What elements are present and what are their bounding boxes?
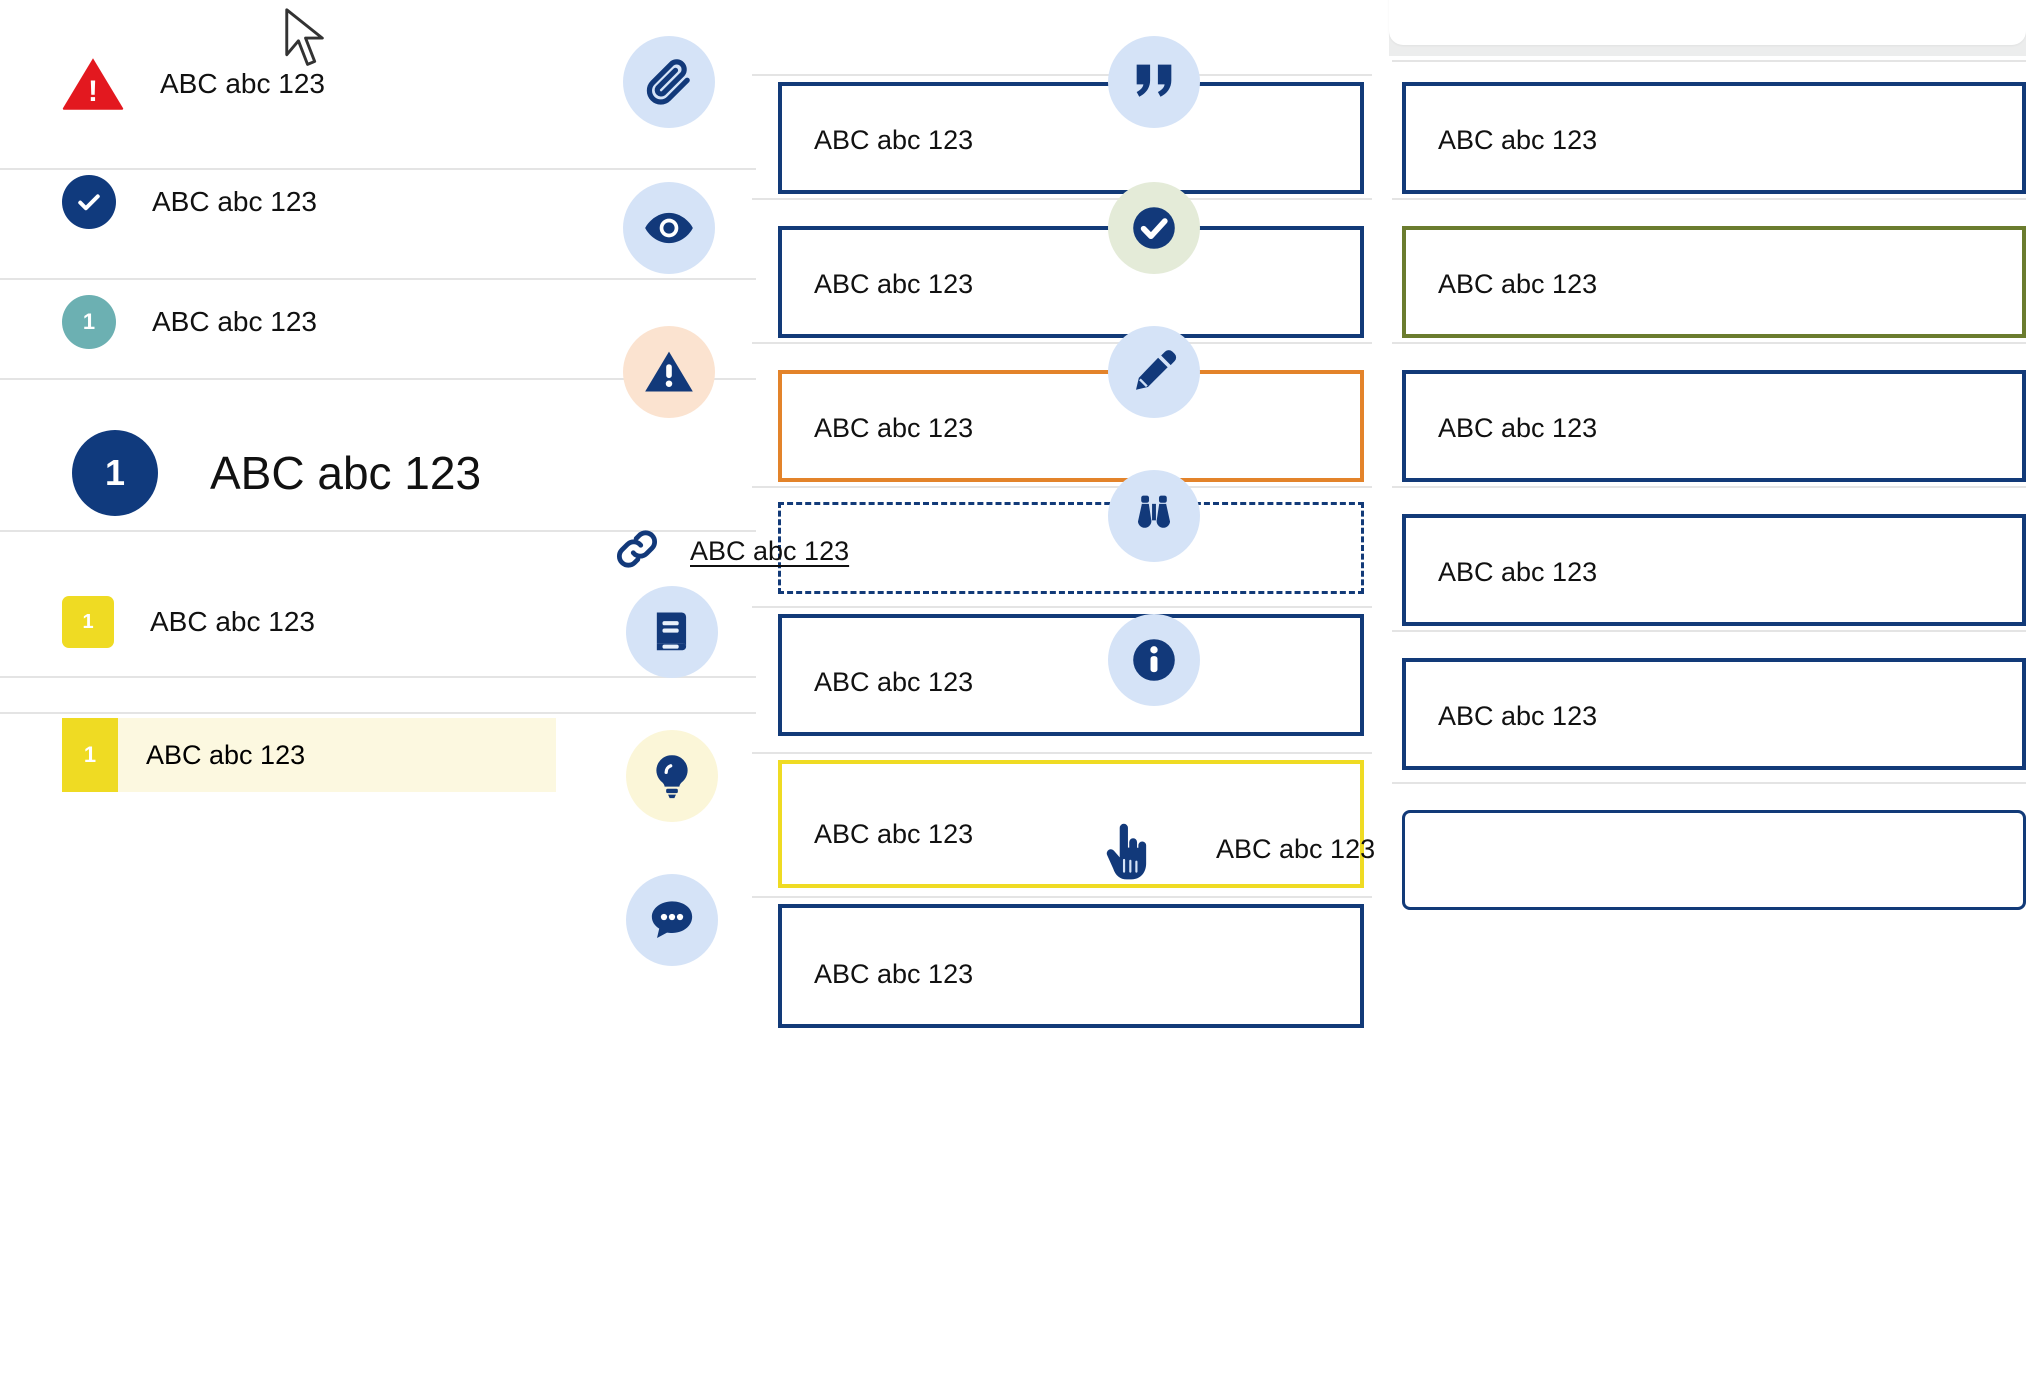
card-label: ABC abc 123 <box>814 819 974 849</box>
top-right-panel <box>1389 0 2026 45</box>
list-item-label: ABC abc 123 <box>146 739 306 770</box>
quote-icon <box>1108 36 1200 128</box>
comment-icon <box>626 874 718 966</box>
list-item-check[interactable]: ABC abc 123 <box>62 175 317 229</box>
info-icon <box>1108 614 1200 706</box>
card-check[interactable]: ABC abc 123 <box>1402 226 2026 338</box>
separator <box>752 486 1372 488</box>
card-pointing-hand[interactable] <box>1402 810 2026 910</box>
list-item-label: ABC abc 123 <box>150 606 315 637</box>
card-pencil[interactable]: ABC abc 123 <box>1402 370 2026 482</box>
separator <box>1392 342 2026 344</box>
list-item-label: ABC abc 123 <box>152 186 317 217</box>
separator <box>752 752 1372 754</box>
left-column: ! ABC abc 123 ABC abc 123 1 ABC abc 123 … <box>0 0 756 1392</box>
separator <box>752 198 1372 200</box>
book-icon <box>626 586 718 678</box>
separator <box>752 606 1372 608</box>
check-icon <box>1108 182 1200 274</box>
number-badge-label: 1 <box>82 610 94 633</box>
card-label: ABC abc 123 <box>814 959 974 989</box>
eye-icon <box>623 182 715 274</box>
separator <box>0 712 756 714</box>
separator <box>1392 782 2026 784</box>
check-circle-icon <box>62 175 116 229</box>
separator <box>0 378 756 380</box>
card-comment[interactable]: ABC abc 123 <box>778 904 1364 1028</box>
list-item-number-teal[interactable]: 1 ABC abc 123 <box>62 295 317 349</box>
separator <box>752 896 1372 898</box>
pointing-hand-icon <box>1100 822 1152 884</box>
warning-triangle-icon: ! <box>62 56 124 112</box>
number-badge-yellow: 1 <box>62 596 114 648</box>
number-badge-tab: 1 <box>62 718 118 792</box>
card-info[interactable]: ABC abc 123 <box>1402 658 2026 770</box>
list-item-label: ABC abc 123 <box>152 306 317 337</box>
card-label: ABC abc 123 <box>814 125 974 155</box>
separator <box>1392 486 2026 488</box>
card-label: ABC abc 123 <box>814 413 974 443</box>
warning-triangle-label: ! <box>88 75 98 109</box>
list-item-label: ABC abc 123 <box>210 447 482 499</box>
link-icon <box>612 524 662 574</box>
card-label: ABC abc 123 <box>1438 413 1598 443</box>
card-lightbulb[interactable]: ABC abc 123 <box>778 760 1364 888</box>
separator <box>0 168 756 170</box>
card-quote[interactable]: ABC abc 123 <box>1402 82 2026 194</box>
list-item-label: ABC abc 123 <box>160 68 325 99</box>
warning-icon <box>623 326 715 418</box>
card-paperclip[interactable]: ABC abc 123 <box>778 82 1364 194</box>
separator <box>1392 198 2026 200</box>
card-book[interactable]: ABC abc 123 <box>778 614 1364 736</box>
number-badge-large: 1 <box>72 430 158 516</box>
card-label: ABC abc 123 <box>1216 834 1376 864</box>
separator <box>0 530 756 532</box>
separator <box>0 278 756 280</box>
separator <box>1392 60 2026 62</box>
card-label: ABC abc 123 <box>1438 125 1598 155</box>
card-label: ABC abc 123 <box>1438 701 1598 731</box>
number-badge-label: 1 <box>82 309 96 334</box>
binoculars-icon <box>1108 470 1200 562</box>
mouse-cursor <box>285 8 324 66</box>
list-item-number-yellow[interactable]: 1 ABC abc 123 <box>62 596 315 648</box>
card-label: ABC abc 123 <box>1438 557 1598 587</box>
card-label: ABC abc 123 <box>1438 269 1598 299</box>
lightbulb-icon <box>626 730 718 822</box>
pencil-icon <box>1108 326 1200 418</box>
card-binoculars[interactable]: ABC abc 123 <box>1402 514 2026 626</box>
separator <box>752 74 1372 76</box>
number-badge-teal: 1 <box>62 295 116 349</box>
card-eye[interactable]: ABC abc 123 <box>778 226 1364 338</box>
number-badge-label: 1 <box>104 452 126 493</box>
separator <box>1392 630 2026 632</box>
card-link-label[interactable]: ABC abc 123 <box>690 536 850 566</box>
list-item-highlighted[interactable]: 1 ABC abc 123 <box>62 718 556 792</box>
number-badge-label: 1 <box>83 742 97 767</box>
separator <box>752 342 1372 344</box>
list-item-warning[interactable]: ! ABC abc 123 <box>62 56 325 112</box>
card-label: ABC abc 123 <box>814 269 974 299</box>
card-warning[interactable]: ABC abc 123 <box>778 370 1364 482</box>
paperclip-icon <box>623 36 715 128</box>
card-label: ABC abc 123 <box>814 667 974 697</box>
list-item-number-large[interactable]: 1 ABC abc 123 <box>72 430 481 516</box>
card-link[interactable] <box>778 502 1364 594</box>
separator <box>0 676 756 678</box>
